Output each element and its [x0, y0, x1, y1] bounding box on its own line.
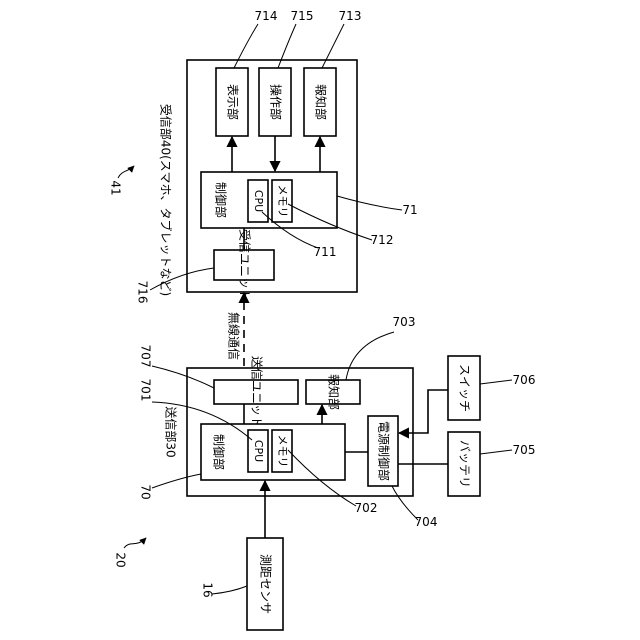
ref-713: 713	[339, 9, 362, 23]
ref-706: 706	[513, 373, 536, 387]
ref-70: 70	[139, 484, 153, 499]
ref-16-leader	[212, 586, 247, 594]
wireless-label: 無線通信	[227, 312, 242, 360]
receiver-control-label: 制御部	[214, 182, 229, 218]
distance-sensor-label: 測距センサ	[259, 554, 273, 614]
ref-715: 715	[291, 9, 314, 23]
transmitter-memory-label: メモリ	[276, 435, 289, 468]
receiver-memory-label: メモリ	[276, 185, 289, 218]
ref-20-leader	[124, 538, 146, 548]
transmitter-cpu-label: CPU	[252, 440, 265, 462]
receiver-notify-label: 報知部	[314, 84, 329, 120]
ref-716: 716	[136, 281, 150, 304]
transmitter-title: 送信部30	[164, 406, 179, 457]
operation-unit-label: 操作部	[269, 84, 284, 120]
receiver-cpu-label: CPU	[252, 190, 265, 212]
ref-705: 705	[513, 443, 536, 457]
ref-71: 71	[402, 203, 417, 217]
ref-712: 712	[371, 233, 394, 247]
ref-714: 714	[255, 9, 278, 23]
ref-706-leader	[480, 380, 512, 384]
ref-16: 16	[201, 582, 215, 597]
ref-702: 702	[355, 501, 378, 515]
transmitter-control-label: 制御部	[212, 434, 227, 470]
ref-41: 41	[109, 180, 123, 195]
ref-701: 701	[139, 379, 153, 402]
battery-label: バッテリ	[458, 440, 472, 488]
ref-704: 704	[415, 515, 438, 529]
switch-label: スイッチ	[458, 364, 472, 412]
ref-41-leader	[118, 166, 134, 178]
transmit-unit-label: 送信ユニット	[250, 356, 265, 428]
ref-20: 20	[114, 552, 128, 567]
transmitter-notify-label: 報知部	[327, 374, 342, 410]
ref-707: 707	[139, 345, 153, 368]
ref-705-leader	[480, 450, 512, 454]
receiver-title: 受信部40(スマホ、タブレットなど)	[159, 104, 174, 296]
display-unit-label: 表示部	[226, 84, 241, 120]
power-control-label: 電源制御部	[377, 421, 392, 481]
ref-703: 703	[393, 315, 416, 329]
